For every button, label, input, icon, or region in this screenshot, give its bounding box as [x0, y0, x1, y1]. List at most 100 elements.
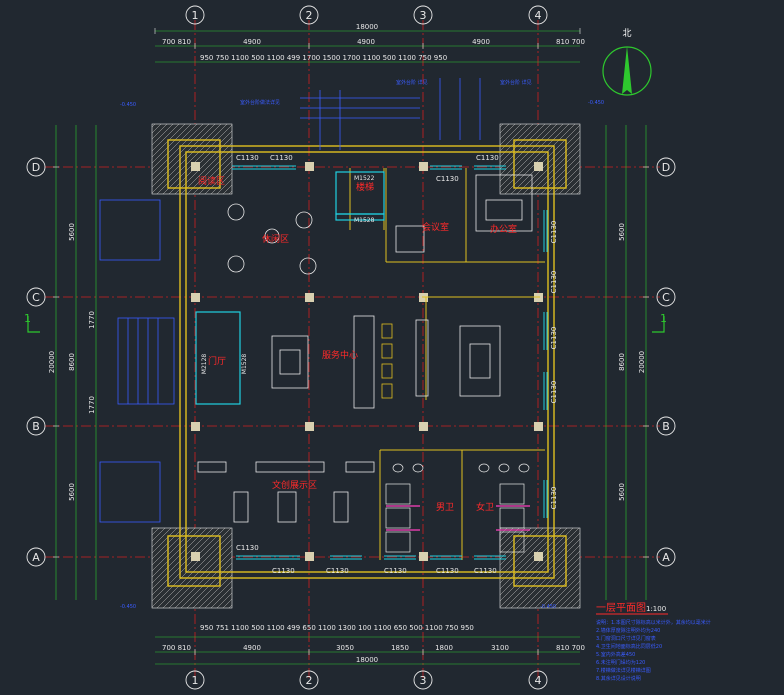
window-tag: C1130 [550, 487, 558, 510]
dim-bottom-total: 18000 [356, 656, 378, 664]
side-dimensions: 20000 5600 8600 5600 1770 1770 20000 560… [48, 223, 646, 501]
toilet-fixtures [385, 463, 530, 553]
north-arrow-icon: 北 [602, 28, 652, 96]
furniture [197, 174, 533, 523]
room-label-stair: 楼梯 [356, 181, 374, 193]
note: 室外台阶做法详见 [240, 99, 280, 106]
section-mark: 1 [24, 312, 31, 325]
door-tag: M1528 [354, 217, 375, 224]
general-note: 8.其余详见设计说明 [596, 675, 641, 682]
room-label-leisure: 休闲区 [262, 233, 289, 245]
room-label-office: 办公室 [490, 223, 517, 235]
drawing-title: 一层平面图 1:100 [596, 602, 668, 615]
axis-3-bottom: 3 [420, 674, 427, 687]
grid-labels: 1 2 3 4 1 2 3 4 D C B A D C B A [32, 9, 670, 687]
room-label-meeting: 会议室 [422, 221, 449, 233]
room-label-service: 服务中心 [322, 349, 358, 361]
note: -0.450 [588, 100, 604, 106]
note: 室外台阶 详见 [396, 79, 428, 86]
general-note: 7.楼梯做法详见楼梯详图 [596, 667, 651, 674]
dim-top-row3: 950 750 1100 500 1100 499 1700 1500 1700… [200, 54, 447, 62]
dim-bottom-f: 3100 [491, 644, 509, 652]
room-label-toilet-women: 女卫 [476, 501, 494, 513]
dimension-lines [55, 30, 647, 665]
axis-D-right: D [662, 161, 670, 174]
entrance-steps [99, 78, 481, 523]
general-note: 4.卫生间地面标高比同层低20 [596, 643, 662, 650]
dim-top-d: 4900 [472, 38, 490, 46]
room-label-reading: 阅读区 [198, 175, 225, 187]
toilet-partitions [386, 505, 530, 531]
general-note: 6.未注明门垛均为120 [596, 659, 645, 666]
axis-2-top: 2 [306, 9, 313, 22]
section-mark: 1 [660, 312, 667, 325]
dim-right-a: 5600 [618, 223, 626, 241]
axis-A-right: A [662, 551, 670, 564]
general-note: 说明：1.本图尺寸除标高以米计外，其余均以毫米计 [596, 619, 711, 626]
general-notes: 说明：1.本图尺寸除标高以米计外，其余均以毫米计 2.墙体厚度除注明外均为240… [596, 619, 711, 682]
room-label-toilet-men: 男卫 [436, 502, 454, 513]
dim-left-c: 5600 [68, 483, 76, 501]
room-label-exhibition: 文创展示区 [272, 479, 317, 491]
general-note: 2.墙体厚度除注明外均为240 [596, 627, 660, 634]
dim-top-b: 4900 [243, 38, 261, 46]
door-tag: M2128 [201, 354, 208, 375]
title-text: 一层平面图 [596, 602, 646, 614]
note: -0.450 [120, 102, 136, 108]
window-tag: C1130 [476, 154, 499, 162]
dim-right-b: 8600 [618, 353, 626, 371]
dim-left-d: 1770 [88, 311, 96, 329]
window-tag: C1130 [270, 154, 293, 162]
window-tag: C1130 [436, 175, 459, 183]
door-tags: M1522 M1528 M2128 M1528 [201, 175, 375, 374]
dim-bottom-row1: 950 751 1100 500 1100 499 650 1100 1300 … [200, 624, 474, 632]
dim-top-c: 4900 [357, 38, 375, 46]
section-markers [27, 316, 665, 333]
note: -0.450 [540, 604, 556, 610]
windows [232, 165, 548, 560]
dim-top-total: 18000 [356, 23, 378, 31]
title-scale: 1:100 [646, 605, 666, 613]
dim-right-total: 20000 [638, 351, 646, 373]
entrance-door-frame [195, 171, 385, 405]
axis-1-top: 1 [192, 9, 199, 22]
axis-B-right: B [662, 420, 670, 433]
dim-top-e: 810 700 [556, 38, 585, 46]
axis-B-left: B [32, 420, 40, 433]
top-dimensions: 18000 700 810 4900 4900 4900 810 700 950… [162, 23, 585, 62]
window-tag: C1130 [384, 567, 407, 575]
axis-2-bottom: 2 [306, 674, 313, 687]
axis-3-top: 3 [420, 9, 427, 22]
door-tag: M1522 [354, 175, 375, 182]
room-label-lobby: 门厅 [208, 355, 226, 367]
dim-left-e: 1770 [88, 396, 96, 414]
dim-bottom-d: 1850 [391, 644, 409, 652]
dim-bottom-g: 810 700 [556, 644, 585, 652]
axis-4-top: 4 [535, 9, 542, 22]
annotations: 室外台阶做法详见 室外台阶 详见 室外台阶 详见 -0.450 -0.450 -… [120, 79, 604, 610]
general-note: 5.室内外高差450 [596, 651, 635, 658]
window-tag: C1130 [272, 567, 295, 575]
dim-left-b: 8600 [68, 353, 76, 371]
dim-bottom-a: 700 810 [162, 644, 191, 652]
dim-left-a: 5600 [68, 223, 76, 241]
dim-bottom-b: 4900 [243, 644, 261, 652]
grid-bubbles [26, 5, 676, 690]
dim-bottom-e: 1800 [435, 644, 453, 652]
dim-right-c: 5600 [618, 483, 626, 501]
axis-C-left: C [32, 291, 40, 304]
window-tags: C1130 C1130 C1130 C1130 C1130 C1130 C113… [236, 154, 558, 575]
axis-C-right: C [662, 291, 670, 304]
north-label: 北 [622, 28, 631, 39]
general-note: 3.门窗洞口尺寸详见门窗表 [596, 635, 656, 642]
section-labels: 1 1 [24, 312, 667, 325]
window-tag: C1130 [326, 567, 349, 575]
window-tag: C1130 [236, 154, 259, 162]
room-labels: 阅读区 休闲区 楼梯 会议室 办公室 服务中心 门厅 文创展示区 男卫 女卫 [198, 175, 517, 513]
axis-D-left: D [32, 161, 40, 174]
reception-chairs [381, 323, 393, 399]
note: 室外台阶 详见 [500, 79, 532, 86]
dim-left-total: 20000 [48, 351, 56, 373]
door-tag: M1528 [241, 354, 248, 375]
window-tag: C1130 [474, 567, 497, 575]
